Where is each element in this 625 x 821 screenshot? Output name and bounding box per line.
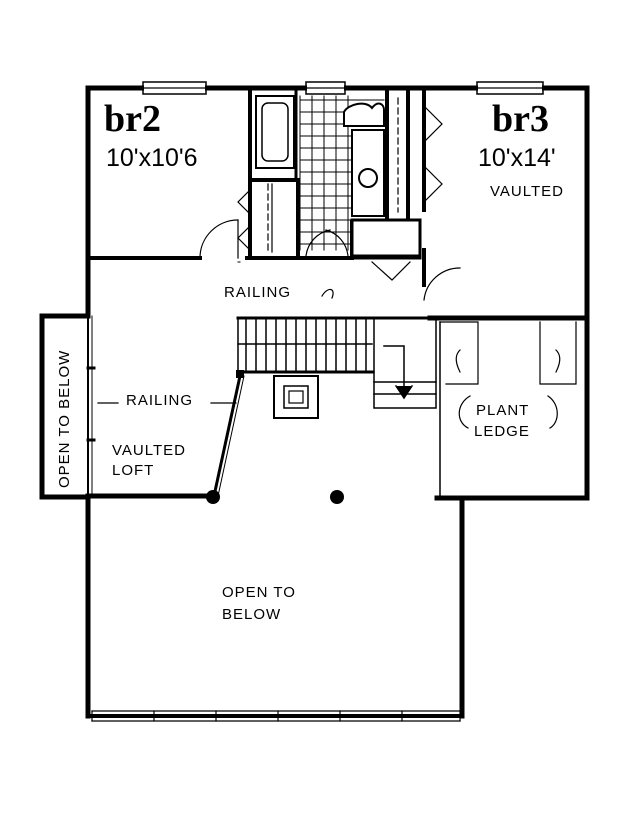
side-open-box <box>39 313 91 500</box>
top-windows <box>142 81 544 95</box>
plant-ledge-label-2: LEDGE <box>474 423 530 440</box>
railing-label-top: RAILING <box>224 284 292 301</box>
br3-note: VAULTED <box>490 183 564 200</box>
vaulted-loft-label-1: VAULTED <box>112 442 186 459</box>
toilet <box>358 168 378 188</box>
br3-name: br3 <box>492 98 549 140</box>
railing-diagonal <box>212 374 242 498</box>
open-to-below-label-2: BELOW <box>222 606 282 623</box>
post-left <box>206 490 220 504</box>
fireplace <box>273 375 319 419</box>
vaulted-loft-label-2: LOFT <box>112 462 155 479</box>
open-to-below-side-label: OPEN TO BELOW <box>56 349 73 488</box>
railing-label-left: RAILING <box>126 392 194 409</box>
plant-ledge-label-1: PLANT <box>476 402 530 419</box>
sink <box>343 102 385 127</box>
post-center <box>330 490 344 504</box>
br2-dimensions: 10'x10'6 <box>106 144 198 172</box>
open-to-below-label-1: OPEN TO <box>222 584 296 601</box>
bathtub <box>255 95 295 169</box>
bottom-windows <box>91 710 461 722</box>
chase <box>350 218 422 258</box>
bath-tile-grid <box>299 95 385 251</box>
br2-name: br2 <box>104 98 161 140</box>
br3-dimensions: 10'x14' <box>478 144 556 172</box>
